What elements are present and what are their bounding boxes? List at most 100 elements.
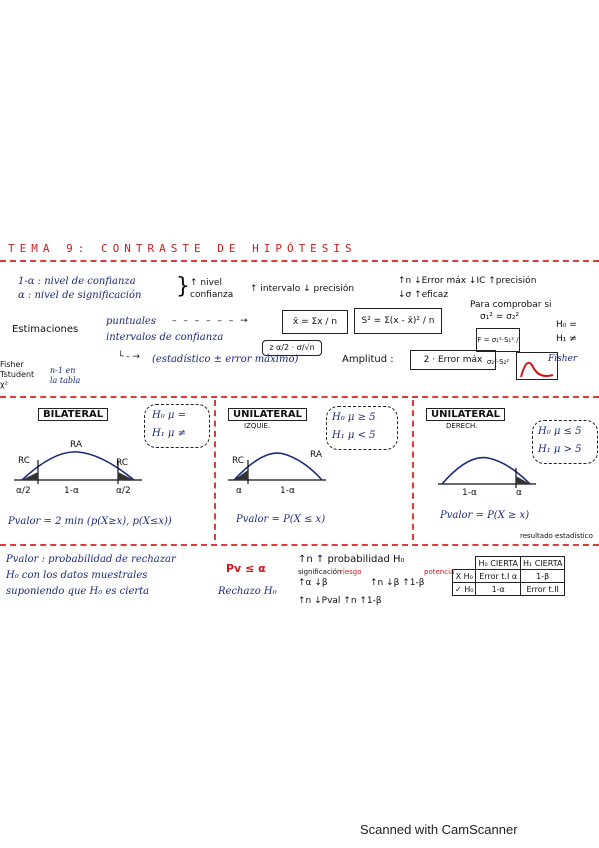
unilateral-der-note: resultado estadístico bbox=[520, 532, 593, 540]
error-table: H₀ CIERTA H₁ CIERTA X H₀ Error t.I α 1-β… bbox=[451, 556, 566, 596]
bilateral-h1: H₁ μ ≠ bbox=[152, 428, 186, 439]
table-header-cell: H₁ CIERTA bbox=[519, 556, 566, 570]
unilateral-der-axis-2: α bbox=[516, 488, 522, 498]
unilateral-izq-h0: H₀ μ ≥ 5 bbox=[332, 412, 376, 423]
prob-row-2: ↑n ↓β ↑1-β bbox=[370, 578, 425, 588]
table-cell: Error t.I α bbox=[475, 569, 521, 583]
unilateral-izq-axis-1: α bbox=[236, 486, 242, 496]
fisher-box bbox=[516, 352, 558, 380]
bilateral-hypothesis-box bbox=[144, 404, 210, 448]
fisher-label: Fisher bbox=[548, 354, 578, 364]
unilateral-der-curve bbox=[438, 456, 536, 488]
bilateral-axis-1: α/2 bbox=[16, 486, 31, 496]
page-title: TEMA 9: CONTRASTE DE HIPÓTESIS bbox=[8, 242, 357, 255]
dist-fisher: Fisher bbox=[0, 360, 24, 369]
table-cell: ✓ H₀ bbox=[451, 582, 477, 596]
h0-equal: H₀ = bbox=[556, 320, 577, 330]
section-divider-bottom bbox=[0, 544, 599, 546]
pvalor-def-2: H₀ con los datos muestrales bbox=[6, 570, 148, 581]
alpha-line-1: 1-α : nivel de confianza bbox=[18, 276, 136, 287]
bilateral-curve bbox=[14, 451, 142, 484]
amplitud-box: 2 · Error máx bbox=[410, 350, 496, 370]
dist-chi: χ² bbox=[0, 380, 8, 389]
table-cell: X H₀ bbox=[451, 569, 477, 583]
notes-sheet: TEMA 9: CONTRASTE DE HIPÓTESIS 1-α : niv… bbox=[0, 228, 599, 624]
comprobar-2: σ₁² = σ₂² bbox=[480, 312, 520, 322]
n-minus-1: n-1 en bbox=[50, 366, 76, 375]
unilateral-izq-h1: H₁ μ < 5 bbox=[332, 430, 376, 441]
dist-tstudent: Tstudent bbox=[0, 370, 35, 379]
unilateral-der-title: UNILATERAL bbox=[426, 408, 506, 421]
pvalor-def-1: Pvalor : probabilidad de rechazar bbox=[6, 554, 176, 565]
bilateral-pvalor: Pvalor = 2 min (p(X≥x), p(X≤x)) bbox=[8, 516, 172, 527]
n-minus-2: la tabla bbox=[50, 376, 81, 385]
bilateral-rc-left: RC bbox=[18, 456, 31, 466]
bilateral-axis-2: 1-α bbox=[64, 486, 79, 496]
decision-rule: Pv ≤ α bbox=[226, 562, 266, 575]
puntuales-label: puntuales bbox=[106, 316, 156, 327]
sigma-eficaz: ↓σ ↑eficaz bbox=[398, 290, 449, 300]
unilateral-izq-subtitle: IZQUIE. bbox=[244, 422, 271, 430]
table-row: X H₀ Error t.I α 1-β bbox=[451, 569, 566, 583]
table-cell: Error t.II bbox=[519, 582, 566, 596]
amplitud-value: 2 · Error máx bbox=[423, 355, 483, 365]
arrow-dashes: – – – – – – → bbox=[172, 316, 250, 326]
unilateral-izq-rc: RC bbox=[232, 456, 245, 466]
intervalos-label: intervalos de confianza bbox=[106, 332, 224, 343]
table-cell: 1-β bbox=[519, 569, 566, 583]
potencia-note: potencia bbox=[424, 568, 455, 576]
bilateral-rc-right: RC bbox=[116, 458, 129, 468]
unilateral-izq-ra: RA bbox=[310, 450, 323, 460]
table-row: ✓ H₀ 1-α Error t.II bbox=[451, 582, 566, 596]
table-row: H₀ CIERTA H₁ CIERTA bbox=[453, 556, 566, 570]
table-header-cell bbox=[453, 557, 476, 570]
prob-title: ↑n ↑ probabilidad H₀ bbox=[298, 554, 405, 565]
mean-formula-box: x̄ = Σx / n bbox=[282, 310, 348, 334]
comprobar-1: Para comprobar si bbox=[470, 300, 552, 310]
intervalo-precision: ↑ intervalo ↓ precisión bbox=[250, 284, 355, 294]
unilateral-izq-pvalor: Pvalor = P(X ≤ x) bbox=[236, 514, 326, 525]
prob-row-3: ↑n ↓Pval ↑n ↑1-β bbox=[298, 596, 382, 606]
fisher-curve-icon bbox=[520, 361, 554, 378]
estimaciones-label: Estimaciones bbox=[12, 324, 79, 335]
z-term-box: z α/2 · σ/√n bbox=[262, 340, 322, 356]
z-term: z α/2 · σ/√n bbox=[269, 343, 315, 352]
var-formula-box: S² = Σ(x - x̄)² / n bbox=[354, 308, 442, 334]
unilateral-der-h0: H₀ μ ≤ 5 bbox=[538, 426, 582, 437]
unilateral-der-h1: H₁ μ > 5 bbox=[538, 444, 582, 455]
rechazo-label: Rechazo H₀ bbox=[218, 586, 277, 597]
unilateral-izq-curve bbox=[228, 452, 326, 484]
unilateral-izq-axis-2: 1-α bbox=[280, 486, 295, 496]
bilateral-axis-3: α/2 bbox=[116, 486, 131, 496]
section-divider-2 bbox=[412, 400, 414, 540]
unilateral-izq-title: UNILATERAL bbox=[228, 408, 308, 421]
nivel-confianza-1: ↑ nivel bbox=[190, 278, 222, 288]
bilateral-ra: RA bbox=[70, 440, 83, 450]
f-formula-box: F = σ₁²·S₁² / σ₂²·S₂² bbox=[476, 328, 520, 366]
arrow-down: └ - → bbox=[118, 352, 140, 362]
n-error-precision: ↑n ↓Error máx ↓IC ↑precisión bbox=[398, 276, 537, 286]
sig-note: significación bbox=[298, 568, 342, 576]
unilateral-der-pvalor: Pvalor = P(X ≥ x) bbox=[440, 510, 530, 521]
section-divider-top bbox=[0, 396, 599, 398]
brace: } bbox=[176, 274, 190, 299]
estadistico-label: (estadístico ± error máximo) bbox=[152, 354, 299, 365]
title-divider bbox=[0, 260, 599, 262]
mean-formula: x̄ = Σx / n bbox=[292, 317, 338, 327]
prob-row-1: ↑α ↓β bbox=[298, 578, 328, 588]
nivel-confianza-2: confianza bbox=[190, 290, 234, 300]
scan-footer: Scanned with CamScanner bbox=[360, 822, 518, 837]
riesgo-note: riesgo bbox=[340, 568, 362, 576]
bilateral-title: BILATERAL bbox=[38, 408, 109, 421]
section-divider-1 bbox=[214, 400, 216, 540]
h1-not-equal: H₁ ≠ bbox=[556, 334, 577, 344]
unilateral-der-axis-1: 1-α bbox=[462, 488, 477, 498]
unilateral-der-subtitle: DERECH. bbox=[446, 422, 478, 430]
unilateral-der-hypothesis-box bbox=[532, 420, 598, 464]
pvalor-def-3: suponiendo que H₀ es cierta bbox=[6, 586, 150, 597]
alpha-line-2: α : nivel de significación bbox=[18, 290, 142, 301]
amplitud-label: Amplitud : bbox=[342, 354, 394, 365]
table-cell: 1-α bbox=[475, 582, 521, 596]
var-formula: S² = Σ(x - x̄)² / n bbox=[361, 316, 435, 326]
f-formula: F = σ₁²·S₁² / σ₂²·S₂² bbox=[477, 336, 519, 366]
